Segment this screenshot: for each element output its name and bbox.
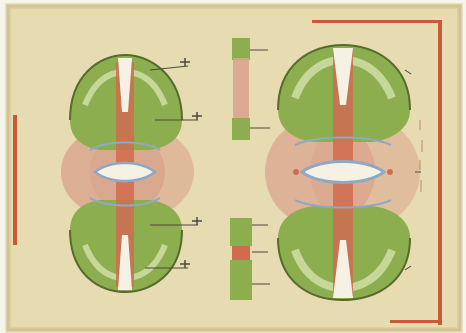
left-red-line — [13, 115, 17, 245]
right-figure — [265, 45, 422, 300]
